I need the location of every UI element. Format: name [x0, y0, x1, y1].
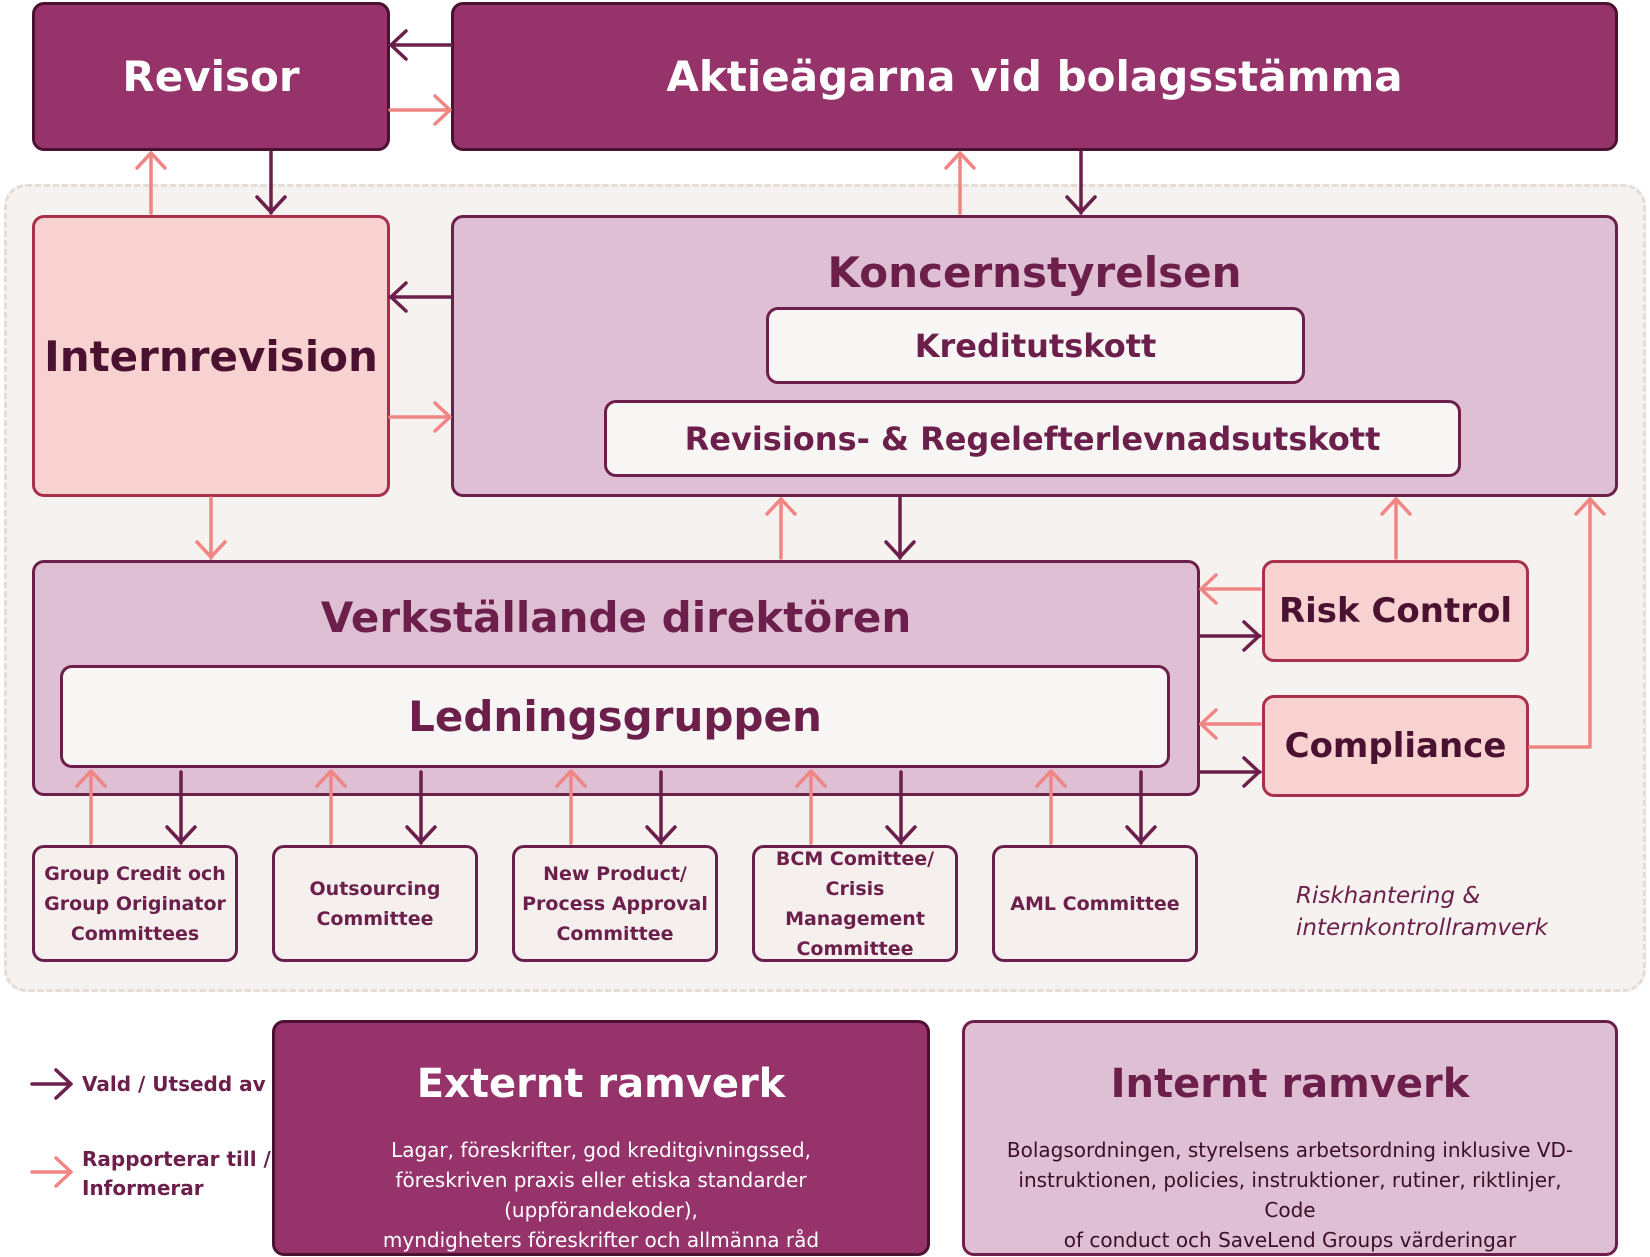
externt-body-line: föreskriven praxis eller etiska standard… [395, 1168, 807, 1222]
reports-arrows [30, 94, 1606, 1188]
committee-line: New Product/ [543, 862, 687, 885]
committee-group-credit: Group Credit och Group Originator Commit… [32, 845, 238, 962]
externt-body-line: Lagar, föreskrifter, god kreditgivningss… [391, 1138, 811, 1162]
vd-title: Verkställande direktören [320, 593, 912, 642]
compliance-label: Compliance [1284, 726, 1507, 766]
revisor-label: Revisor [122, 52, 300, 101]
committee-line: Outsourcing [309, 877, 441, 900]
legend-reports-line1: Rapporterar till / [82, 1147, 271, 1171]
internrevision-label: Internrevision [44, 331, 378, 381]
internt-body-line: Bolagsordningen, styrelsens arbetsordnin… [1006, 1138, 1574, 1162]
kreditutskott-label: Kreditutskott [914, 326, 1157, 365]
ledningsgruppen-label: Ledningsgruppen [408, 692, 822, 741]
revisionsutskott-box: Revisions- & Regelefterlevnadsutskott [604, 400, 1461, 477]
kreditutskott-box: Kreditutskott [766, 307, 1305, 384]
zone-note-line1: Riskhantering & [1296, 883, 1481, 909]
internt-body-line: of conduct och SaveLend Groups värdering… [1063, 1228, 1517, 1252]
ledningsgruppen-box: Ledningsgruppen [60, 665, 1170, 768]
committee-line: Committee [796, 937, 914, 960]
committee-outsourcing: Outsourcing Committee [272, 845, 478, 962]
risk-control-box: Risk Control [1262, 560, 1529, 662]
aktieagarna-box: Aktieägarna vid bolagsstämma [451, 2, 1618, 151]
compliance-box: Compliance [1262, 695, 1529, 797]
committee-line: Committee [556, 922, 674, 945]
internt-body-line: instruktionen, policies, instruktioner, … [1018, 1168, 1562, 1222]
revisor-box: Revisor [32, 2, 390, 151]
committee-line: Committees [70, 922, 200, 945]
committee-line: Group Originator [44, 892, 226, 915]
internt-body: Bolagsordningen, styrelsens arbetsordnin… [995, 1135, 1585, 1255]
aktieagarna-label: Aktieägarna vid bolagsstämma [666, 52, 1403, 101]
arrow-head [389, 29, 408, 61]
committee-line: AML Committee [1010, 892, 1180, 915]
legend-reports-line2: Informerar [82, 1176, 204, 1200]
committee-bcm: BCM Comittee/ Crisis Management Committe… [752, 845, 958, 962]
koncernstyrelsen-title: Koncernstyrelsen [827, 248, 1242, 297]
legend-reports-label: Rapporterar till / Informerar [82, 1145, 271, 1203]
committee-line: Committee [316, 907, 434, 930]
internrevision-box: Internrevision [32, 215, 390, 497]
appointed-arrows [30, 29, 1262, 1100]
externt-body-line: myndigheters föreskrifter och allmänna r… [382, 1228, 820, 1252]
committee-line: BCM Comittee/ [775, 847, 935, 870]
committee-line: Process Approval [522, 892, 708, 915]
legend-appointed-label: Vald / Utsedd av [82, 1072, 266, 1096]
risk-control-label: Risk Control [1278, 591, 1513, 631]
committee-aml: AML Committee [992, 845, 1198, 962]
committee-line: Crisis Management [785, 877, 925, 930]
internt-title: Internt ramverk [1110, 1061, 1470, 1107]
externt-title: Externt ramverk [416, 1061, 786, 1107]
zone-note: Riskhantering & internkontrollramverk [1296, 880, 1626, 944]
committee-line: Group Credit och [44, 862, 226, 885]
internt-ramverk-box: Internt ramverk Bolagsordningen, styrels… [962, 1020, 1618, 1256]
externt-body: Lagar, föreskrifter, god kreditgivningss… [305, 1135, 897, 1255]
revisionsutskott-label: Revisions- & Regelefterlevnadsutskott [684, 419, 1381, 458]
zone-note-line2: internkontrollramverk [1296, 915, 1548, 941]
externt-ramverk-box: Externt ramverk Lagar, föreskrifter, god… [272, 1020, 930, 1256]
committee-new-product: New Product/ Process Approval Committee [512, 845, 718, 962]
